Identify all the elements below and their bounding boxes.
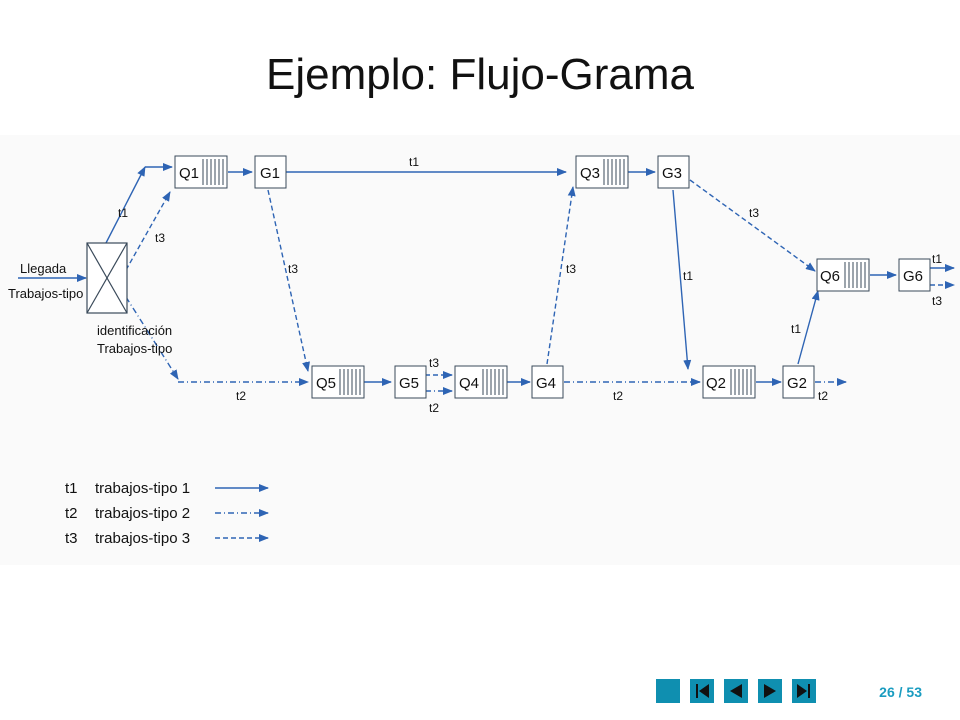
legend-text-2: trabajos-tipo 2: [95, 505, 190, 522]
nav-previous-page-button[interactable]: [724, 679, 748, 703]
arrival-label-1: Llegada: [20, 261, 67, 276]
label-g5: G5: [399, 375, 419, 392]
server-g5: [394, 365, 427, 399]
flow-label-t3-g5: t3: [429, 356, 439, 370]
legend-code-3: t3: [65, 530, 78, 547]
flow-label-t2-g5: t2: [429, 401, 439, 415]
legend-text-1: trabajos-tipo 1: [95, 480, 190, 497]
arrow-right-icon: [764, 684, 776, 698]
flow-g2-q6: [797, 290, 820, 365]
label-g3: G3: [662, 165, 682, 182]
arrival-label-2: Trabajos-tipo: [8, 286, 83, 301]
queue-q1: [174, 155, 228, 189]
flow-g4-q3: [546, 186, 576, 365]
nav-last-page-button[interactable]: [792, 679, 816, 703]
label-q3: Q3: [580, 165, 600, 182]
queue-q2: [702, 365, 756, 399]
label-q1: Q1: [179, 165, 199, 182]
flow-g3-q6: [689, 179, 816, 272]
flow-label-t1-g2: t1: [791, 322, 801, 336]
label-q6: Q6: [820, 268, 840, 285]
page-number: 26 / 53: [879, 684, 922, 700]
identification-label-2: Trabajos-tipo: [97, 341, 172, 356]
server-g4: [531, 365, 564, 399]
flow-label-t3-g3: t3: [749, 206, 759, 220]
flow-label-t3-g1: t3: [288, 262, 298, 276]
nav-previous-section-button[interactable]: [690, 679, 714, 703]
flow-label-t2-id: t2: [236, 389, 246, 403]
server-g2: [782, 365, 815, 399]
slide-title: Ejemplo: Flujo-Grama: [266, 50, 694, 99]
flow-id-q1: [105, 166, 146, 244]
flow-g1-q5: [267, 189, 310, 372]
flow-label-t3-g6: t3: [932, 294, 942, 308]
identification-label-1: identificación: [97, 323, 172, 338]
label-g1: G1: [260, 165, 280, 182]
flow-label-t2-g4: t2: [613, 389, 623, 403]
label-q5: Q5: [316, 375, 336, 392]
flow-label-t1-top: t1: [409, 155, 419, 169]
legend: t1 trabajos-tipo 1 t2 trabajos-tipo 2 t3…: [65, 480, 190, 547]
flow-g3-q2: [672, 189, 692, 370]
legend-code-2: t2: [65, 505, 78, 522]
legend-code-1: t1: [65, 480, 78, 497]
flow-label-t2-g2: t2: [818, 389, 828, 403]
server-g3: [657, 155, 690, 189]
nav-next-page-button[interactable]: [758, 679, 782, 703]
queue-q4: [454, 365, 508, 399]
legend-text-3: trabajos-tipo 3: [95, 530, 190, 547]
server-g1: [254, 155, 287, 189]
queue-q3: [575, 155, 629, 189]
server-g6: [898, 258, 931, 292]
nav-first-page-button[interactable]: [656, 679, 680, 703]
identification-box: [86, 242, 128, 314]
label-q4: Q4: [459, 375, 479, 392]
flow-label-t3-id: t3: [155, 231, 165, 245]
label-g2: G2: [787, 375, 807, 392]
label-g6: G6: [903, 268, 923, 285]
skip-back-icon: [696, 684, 709, 698]
flow-label-t1-g3: t1: [683, 269, 693, 283]
label-q2: Q2: [706, 375, 726, 392]
queue-q5: [311, 365, 365, 399]
flow-id-q5: [125, 296, 179, 380]
flow-label-t1-g6: t1: [932, 252, 942, 266]
flow-label-t1-id: t1: [118, 206, 128, 220]
flow-diagram: Q1 G1 Q3 G3 Q5 G5 Q4 G4 Q2 G2 Q6 G6 t1 t…: [0, 135, 960, 565]
skip-forward-icon: [797, 684, 810, 698]
arrow-left-icon: [730, 684, 742, 698]
label-g4: G4: [536, 375, 556, 392]
flow-label-t3-g4: t3: [566, 262, 576, 276]
flow-id-q1-t3: [125, 191, 171, 271]
queue-q6: [816, 258, 870, 292]
